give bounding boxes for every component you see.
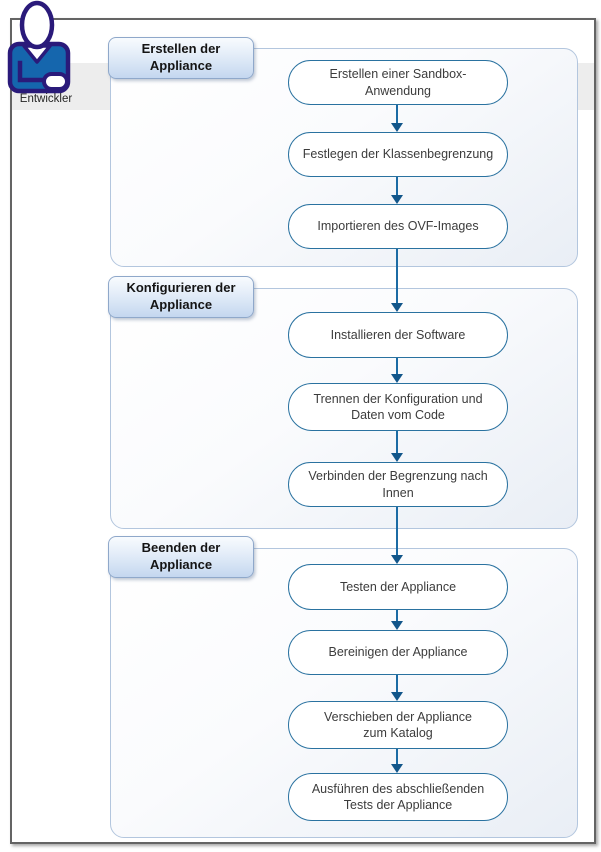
flow-arrow-8: [391, 675, 403, 701]
actor-entwickler: Entwickler: [2, 0, 78, 112]
flow-arrow-9: [391, 749, 403, 773]
node-verschieben-appliance-katalog: Verschieben der Appliance zum Katalog: [288, 701, 508, 749]
actor-label: Entwickler: [19, 93, 73, 105]
arrowhead-icon: [391, 692, 403, 701]
group-label-konfigurieren: Konfigurieren der Appliance: [108, 276, 254, 318]
node-verbinden-begrenzung-innen: Verbinden der Begrenzung nach Innen: [288, 462, 508, 507]
arrowhead-icon: [391, 764, 403, 773]
arrowhead-icon: [391, 374, 403, 383]
arrowhead-icon: [391, 123, 403, 132]
flow-arrow-2: [391, 177, 403, 204]
flow-arrow-4: [391, 358, 403, 383]
flow-arrow-3: [391, 249, 403, 312]
arrowhead-icon: [391, 621, 403, 630]
arrowhead-icon: [391, 303, 403, 312]
node-trennen-konfiguration-daten: Trennen der Konfiguration und Daten vom …: [288, 383, 508, 431]
node-installieren-software: Installieren der Software: [288, 312, 508, 358]
group-label-beenden: Beenden der Appliance: [108, 536, 254, 578]
node-importieren-ovf-images: Importieren des OVF-Images: [288, 204, 508, 249]
flow-arrow-6: [391, 507, 403, 564]
group-label-erstellen: Erstellen der Appliance: [108, 37, 254, 79]
flow-arrow-1: [391, 105, 403, 132]
developer-person-icon: [7, 0, 71, 94]
node-ausfuehren-abschliessender-test: Ausführen des abschließenden Tests der A…: [288, 773, 508, 821]
arrowhead-icon: [391, 555, 403, 564]
node-testen-appliance: Testen der Appliance: [288, 564, 508, 610]
arrowhead-icon: [391, 453, 403, 462]
node-erstellen-sandbox-anwendung: Erstellen einer Sandbox-Anwendung: [288, 60, 508, 105]
arrowhead-icon: [391, 195, 403, 204]
node-bereinigen-appliance: Bereinigen der Appliance: [288, 630, 508, 675]
flow-arrow-7: [391, 610, 403, 630]
node-festlegen-klassenbegrenzung: Festlegen der Klassenbegrenzung: [288, 132, 508, 177]
flow-arrow-5: [391, 431, 403, 462]
